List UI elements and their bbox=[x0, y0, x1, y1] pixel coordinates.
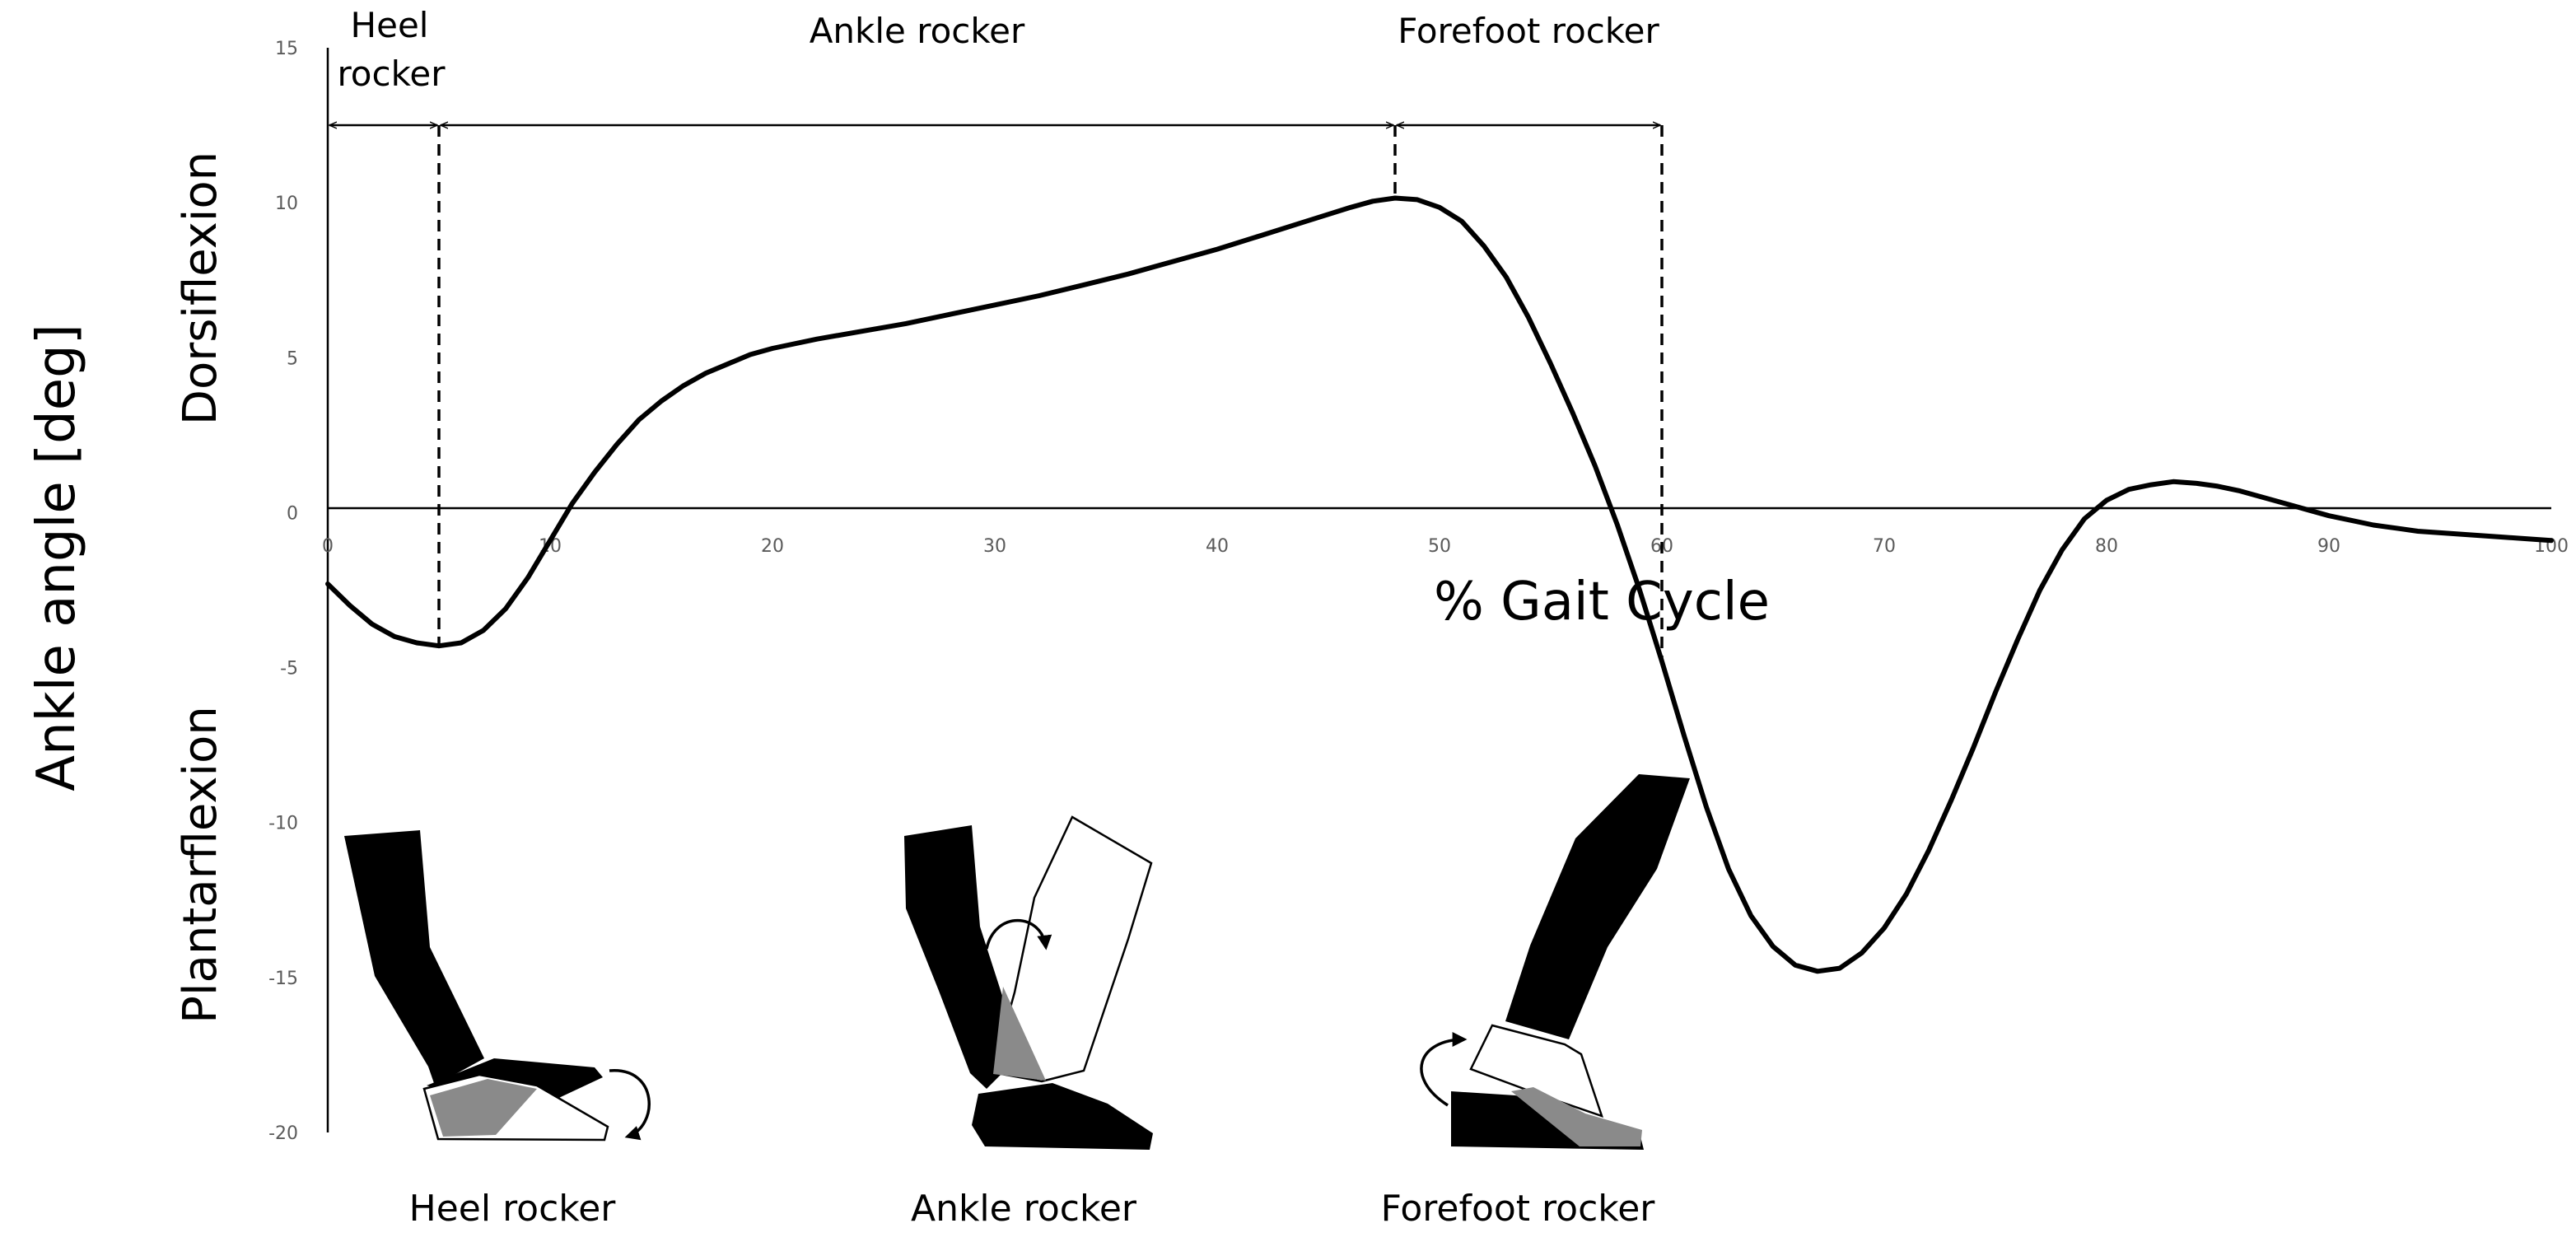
forefoot-rocker-shank bbox=[1505, 774, 1690, 1039]
x-axis-label: % Gait Cycle bbox=[1434, 572, 1770, 633]
x-tick-labels: 0102030405060708090100 bbox=[322, 536, 2569, 557]
y-tick-label: -15 bbox=[268, 969, 298, 989]
forefoot-rocker-rotation-arrow bbox=[1420, 1032, 1468, 1107]
caption-ankle-rocker: Ankle rocker bbox=[911, 1188, 1137, 1230]
y-tick-label: -20 bbox=[268, 1123, 298, 1144]
rocker-phase-markers: Heel rocker Ankle rocker Forefoot rocker bbox=[329, 5, 1664, 662]
caption-heel-rocker: Heel rocker bbox=[409, 1188, 617, 1230]
heel-rocker-illustration bbox=[344, 830, 651, 1142]
ankle-rocker-shank bbox=[904, 825, 1021, 1089]
plantarflexion-label: Plantarflexion bbox=[174, 706, 227, 1024]
y-tick-label: 0 bbox=[287, 503, 298, 524]
x-tick-label: 50 bbox=[1428, 536, 1451, 557]
y-tick-label: 10 bbox=[275, 194, 298, 214]
forefoot-rocker-grey bbox=[1511, 1087, 1642, 1146]
x-tick-label: 70 bbox=[1873, 536, 1896, 557]
y-tick-label: 5 bbox=[287, 348, 298, 369]
y-tick-label: -5 bbox=[280, 659, 298, 679]
phase-label: Ankle rocker bbox=[810, 11, 1025, 51]
heel-rocker-shank bbox=[344, 830, 484, 1086]
forefoot-rocker-foot-outline bbox=[1469, 1024, 1603, 1118]
caption-forefoot-rocker: Forefoot rocker bbox=[1381, 1188, 1656, 1230]
x-tick-label: 40 bbox=[1206, 536, 1229, 557]
dorsiflexion-label: Dorsiflexion bbox=[174, 152, 227, 425]
x-tick-label: 80 bbox=[2095, 536, 2118, 557]
ankle-rocker-illustration bbox=[904, 815, 1153, 1150]
ankle-rocker-grey bbox=[993, 987, 1046, 1081]
y-tick-label: 15 bbox=[275, 39, 298, 59]
x-tick-label: 20 bbox=[761, 536, 784, 557]
heel-rocker-rotation-arrow bbox=[609, 1069, 651, 1141]
ankle-rocker-rotation-arrow bbox=[985, 919, 1052, 950]
phase-label: Heel bbox=[351, 5, 429, 45]
heel-rocker-heel-grey bbox=[430, 1079, 537, 1137]
x-tick-label: 90 bbox=[2317, 536, 2340, 557]
y-tick-label: -10 bbox=[268, 814, 298, 834]
ankle-rocker-leg-outline bbox=[991, 815, 1153, 1083]
ankle-angle-line bbox=[325, 195, 2554, 974]
x-tick-label: 30 bbox=[983, 536, 1006, 557]
phase-label: rocker bbox=[337, 54, 446, 94]
ankle-rocker-foot bbox=[972, 1083, 1153, 1150]
forefoot-rocker-illustration bbox=[1420, 774, 1690, 1150]
x-tick-label: 0 bbox=[322, 536, 334, 557]
y-axis-label: Ankle angle [deg] bbox=[26, 324, 87, 791]
y-tick-labels: 15 10 5 0 -5 -10 -15 -20 bbox=[268, 39, 298, 1144]
phase-label: Forefoot rocker bbox=[1398, 11, 1659, 51]
